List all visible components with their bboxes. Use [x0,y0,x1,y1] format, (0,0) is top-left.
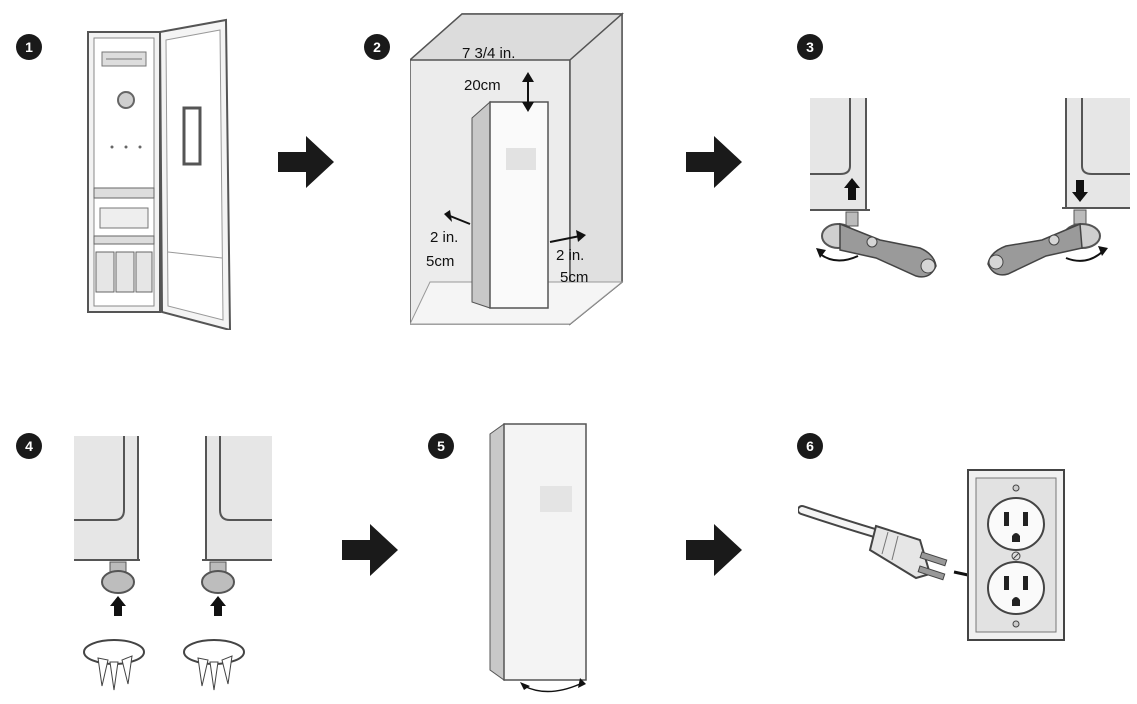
positioned-unit-illustration [489,423,587,693]
step-3-badge: 3 [797,34,823,60]
clearance-diagram: 7 3/4 in. 20cm 2 in. 5cm 2 in. 5cm [410,12,624,326]
left-clearance-cm-label: 5cm [426,253,454,270]
step-2-badge: 2 [364,34,390,60]
step-5-badge: 5 [428,433,454,459]
right-clearance-cm-label: 5cm [560,269,588,286]
foot-cover-illustration [74,436,272,691]
next-arrow-icon [342,524,398,576]
next-arrow-icon [278,136,334,188]
right-clearance-in-label: 2 in. [556,247,584,264]
next-arrow-icon [686,524,742,576]
leveling-wrench-illustration [810,98,1130,278]
step-1-badge: 1 [16,34,42,60]
step-4-badge: 4 [16,433,42,459]
next-arrow-icon [686,136,742,188]
top-clearance-in-label: 7 3/4 in. [462,45,515,62]
step-6-badge: 6 [797,433,823,459]
left-clearance-in-label: 2 in. [430,229,458,246]
open-unit-illustration [87,18,232,330]
top-clearance-cm-label: 20cm [464,77,501,94]
plug-outlet-illustration [798,469,1065,641]
